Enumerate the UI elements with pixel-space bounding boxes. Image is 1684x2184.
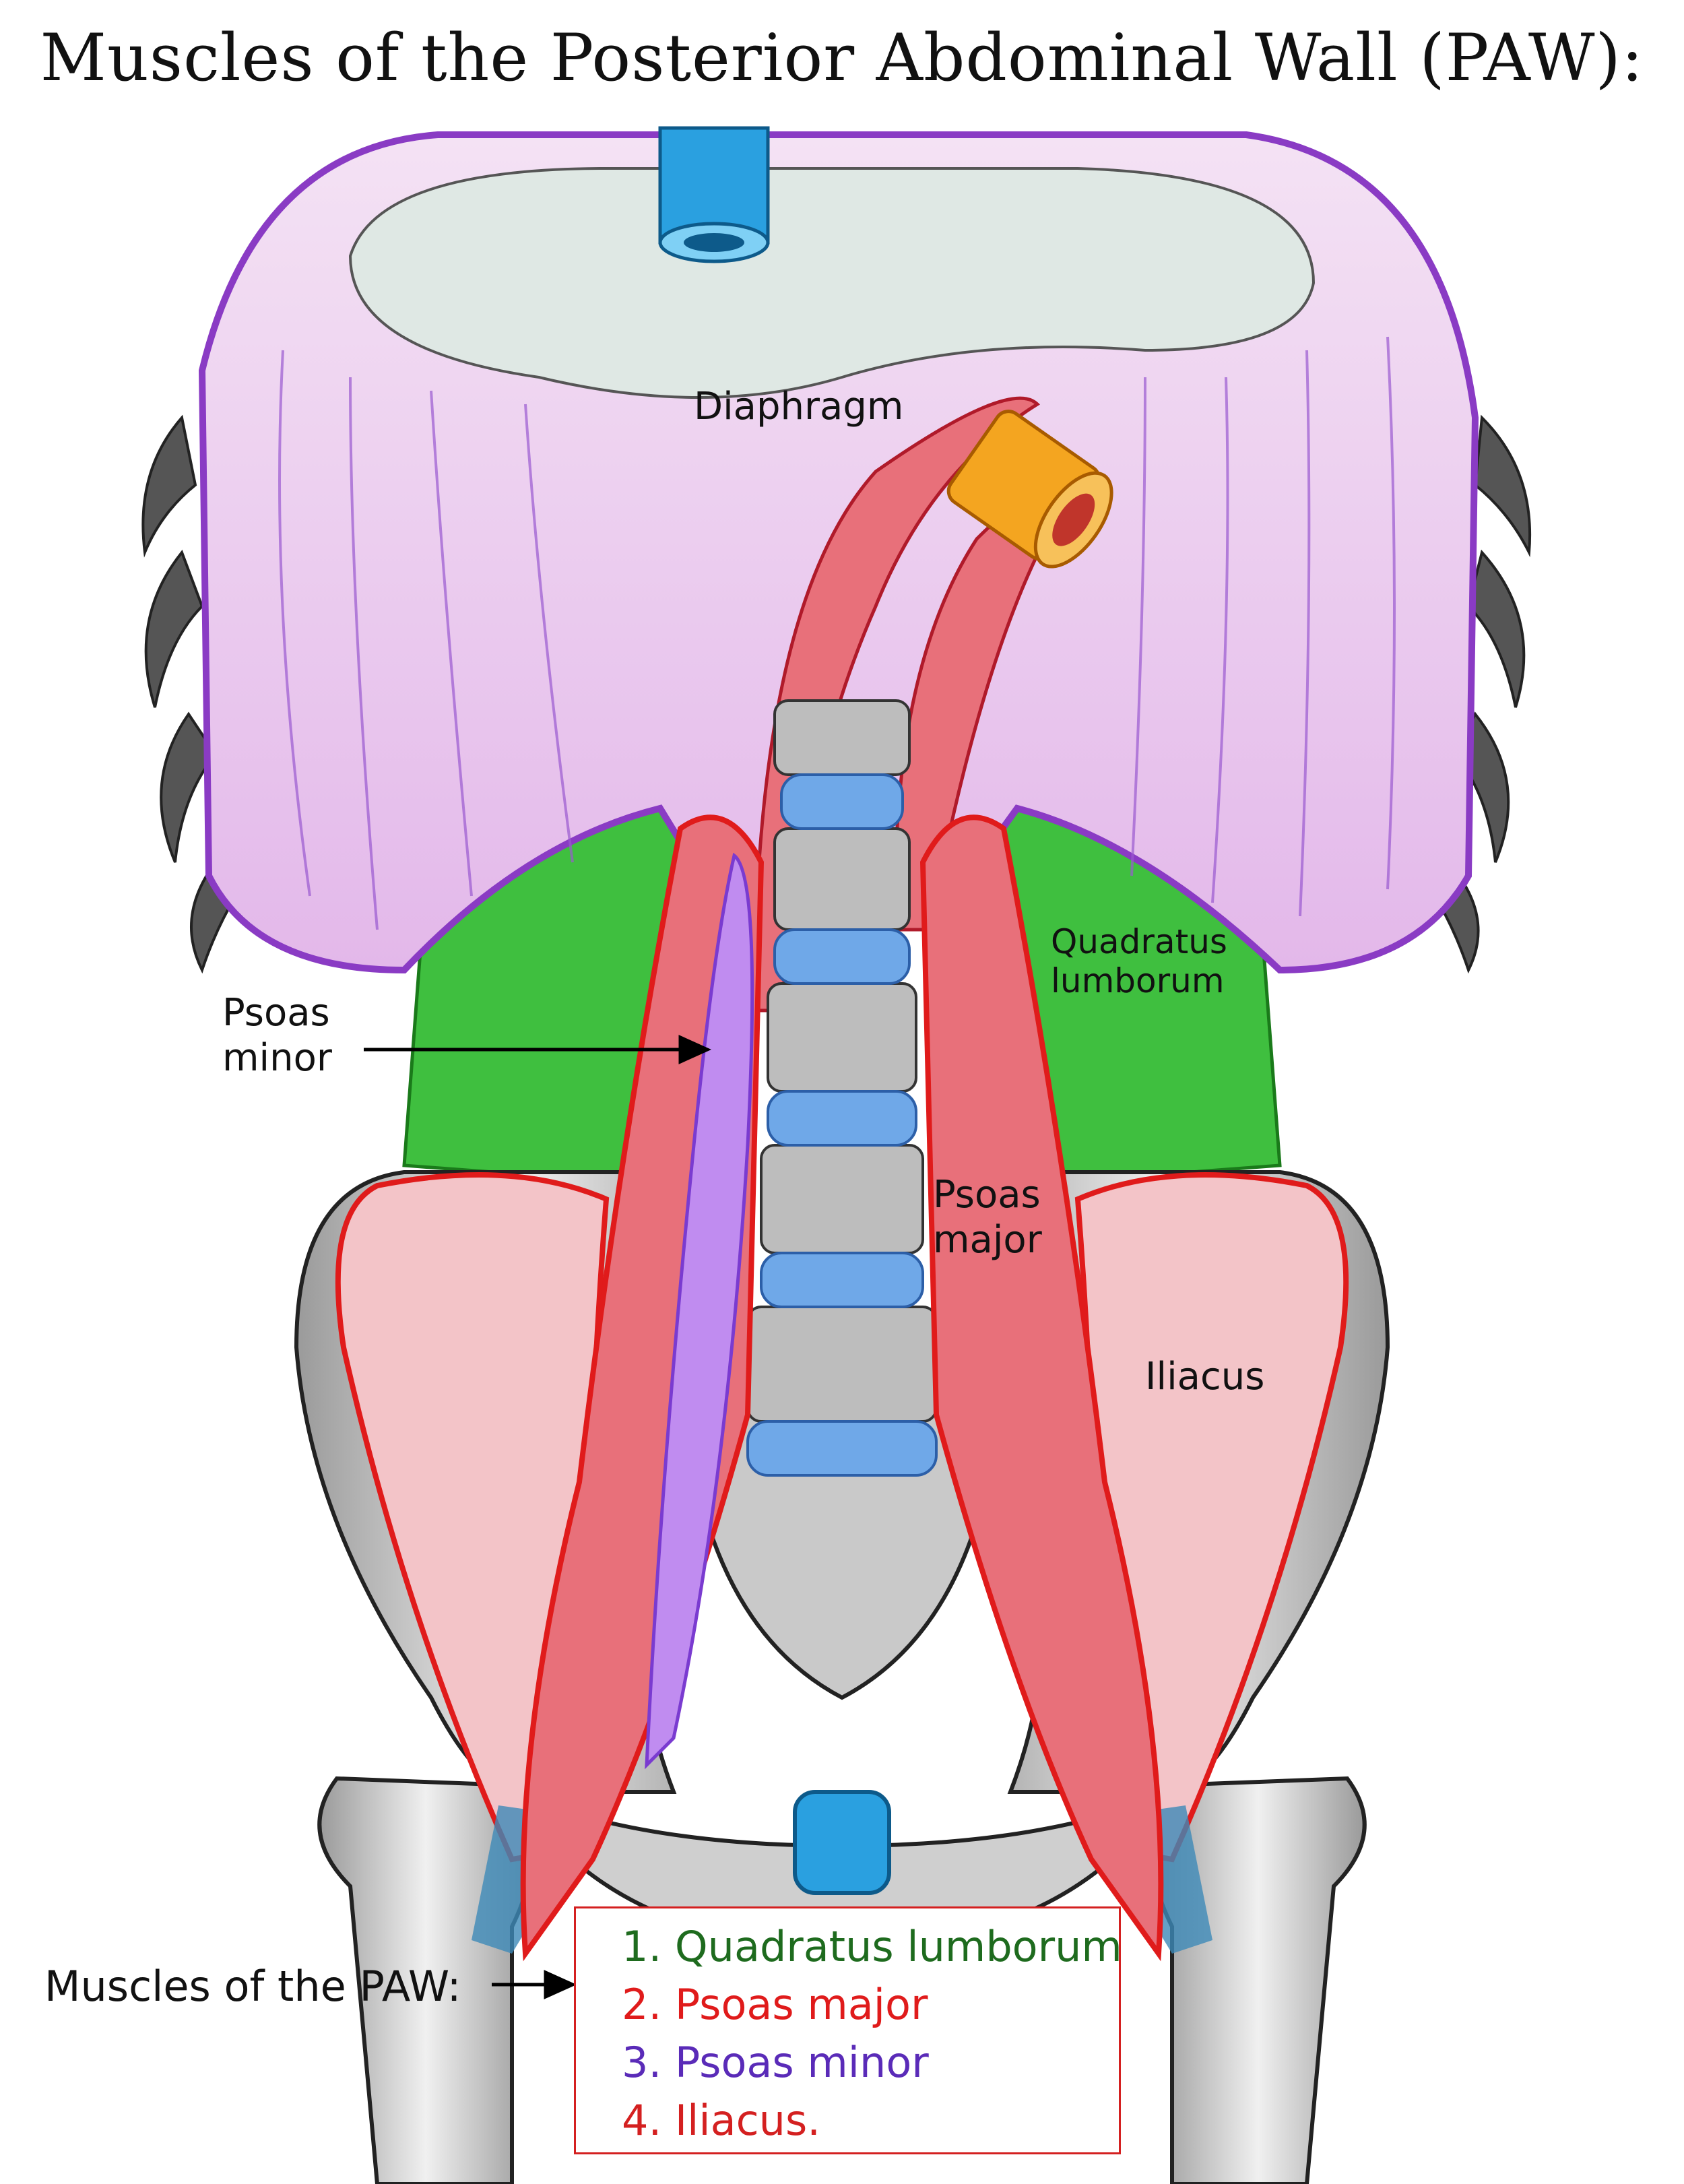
label-quadratus-line1: Quadratus [1051, 922, 1227, 961]
esophagus [946, 410, 1113, 569]
label-psoas-minor-line2: minor [222, 1036, 332, 1081]
label-quadratus-lumborum: Quadratus lumborum [1051, 922, 1227, 1000]
legend-item-quadratus: 1. Quadratus lumborum [622, 1922, 1122, 1971]
legend-item-iliacus: 4. Iliacus. [622, 2096, 820, 2145]
legend-arrow [492, 1970, 577, 1999]
legend-box: 1. Quadratus lumborum 2. Psoas major 3. … [574, 1906, 1122, 2154]
psoas-minor-arrow [364, 1035, 712, 1064]
diaphragm-fibers [278, 336, 1396, 930]
legend-label: Muscles of the PAW: [44, 1962, 461, 2011]
legend-item-psoas-major: 2. Psoas major [622, 1980, 928, 2029]
label-iliacus: Iliacus [1145, 1355, 1265, 1399]
label-psoas-minor-line1: Psoas [222, 991, 330, 1035]
quadratus-lumborum [402, 806, 1282, 1188]
diagram-title: Muscles of the Posterior Abdominal Wall … [40, 20, 1644, 96]
legend-item-psoas-minor: 3. Psoas minor [622, 2038, 929, 2087]
ribs-left [141, 414, 238, 974]
femurs [317, 1776, 1367, 2184]
label-psoas-major-line2: major [933, 1218, 1042, 1262]
label-psoas-minor: Psoas minor [222, 990, 332, 1081]
lumbar-spine [746, 699, 938, 1477]
psoas-minor [645, 852, 754, 1770]
label-psoas-major: Psoas major [933, 1172, 1042, 1262]
label-psoas-major-line1: Psoas [933, 1173, 1041, 1217]
central-tendon [348, 167, 1316, 399]
inferior-vena-cava [658, 126, 770, 263]
label-diaphragm: Diaphragm [694, 385, 904, 428]
label-quadratus-line2: lumborum [1051, 961, 1225, 1000]
